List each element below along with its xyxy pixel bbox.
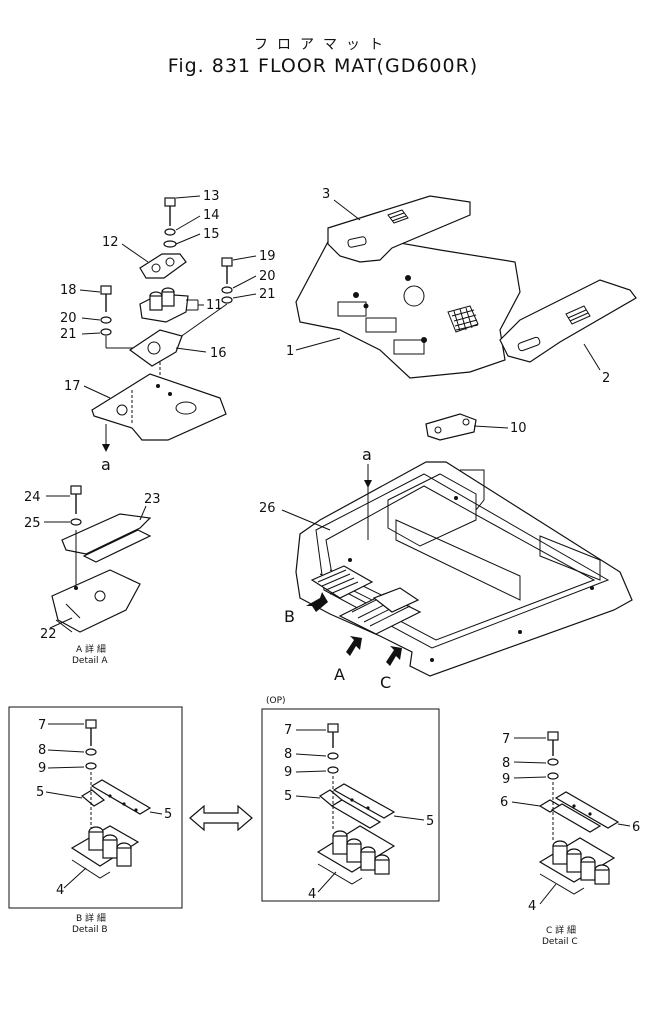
upper-left-exploded — [79, 195, 257, 452]
detail-b-box — [8, 706, 183, 909]
detail-c-callout-9: 9 — [502, 772, 510, 787]
detail-c-callout-6-right: 6 — [632, 820, 640, 835]
callout-13: 13 — [203, 189, 220, 204]
detail-op-callout-9: 9 — [284, 765, 292, 780]
callout-3: 3 — [322, 187, 330, 202]
callout-10: 10 — [510, 421, 527, 436]
callout-16: 16 — [210, 346, 227, 361]
section-arrow-a-label: a — [101, 455, 111, 474]
detail-a-assembly — [44, 485, 152, 633]
callout-17: 17 — [64, 379, 81, 394]
base-plate-17 — [91, 373, 227, 441]
detail-b-caption: Detail B — [72, 925, 108, 935]
floor-mat-upper — [327, 195, 471, 263]
detail-b-callout-8: 8 — [38, 743, 46, 758]
detail-c-callout-7: 7 — [502, 732, 510, 747]
double-headed-arrow-icon — [189, 804, 253, 832]
detail-b-callout-9: 9 — [38, 761, 46, 776]
detail-op-callout-5-left: 5 — [284, 789, 292, 804]
callout-20-right: 20 — [259, 269, 276, 284]
detail-op-callout-4: 4 — [308, 887, 316, 902]
callout-1: 1 — [286, 344, 294, 359]
detail-c-caption-jp: C 詳 細 — [546, 924, 576, 936]
chassis-frame — [281, 461, 633, 677]
detail-op-callout-5-right: 5 — [426, 814, 434, 829]
part-10-bracket — [425, 413, 509, 441]
callout-12: 12 — [102, 235, 119, 250]
view-b-label: B — [284, 607, 295, 626]
floor-mat-right — [499, 279, 637, 363]
section-arrow-a-frame-label: a — [362, 445, 372, 464]
detail-a-caption: Detail A — [72, 656, 108, 666]
callout-20-left: 20 — [60, 311, 77, 326]
callout-15: 15 — [203, 227, 220, 242]
detail-a-caption-jp: A 詳 細 — [76, 643, 106, 655]
callout-19: 19 — [259, 249, 276, 264]
detail-c-assembly — [511, 731, 631, 905]
callout-11: 11 — [206, 298, 223, 313]
callout-26: 26 — [259, 501, 276, 516]
title-japanese: フロアマット — [254, 37, 392, 53]
detail-op-tag: (OP) — [266, 696, 286, 706]
view-a-label: A — [334, 665, 345, 684]
callout-22: 22 — [40, 627, 57, 642]
detail-b-callout-4: 4 — [56, 883, 64, 898]
detail-b-callout-5-right: 5 — [164, 807, 172, 822]
callout-23: 23 — [144, 492, 161, 507]
callout-21-left: 21 — [60, 327, 77, 342]
detail-b-callout-5-left: 5 — [36, 785, 44, 800]
mesh-pad — [447, 305, 479, 333]
detail-op-callout-8: 8 — [284, 747, 292, 762]
callout-21-right: 21 — [259, 287, 276, 302]
detail-op-box — [261, 708, 440, 902]
detail-c-callout-4: 4 — [528, 899, 536, 914]
callout-18: 18 — [60, 283, 77, 298]
floor-mat-main — [295, 235, 521, 379]
figure-title: Fig. 831 FLOOR MAT(GD600R) — [167, 55, 479, 77]
detail-b-callout-7: 7 — [38, 718, 46, 733]
floor-mat-assembly — [295, 195, 637, 379]
callout-24: 24 — [24, 490, 41, 505]
callout-25: 25 — [24, 516, 41, 531]
detail-c-caption: Detail C — [542, 937, 578, 947]
detail-b-caption-jp: B 詳 細 — [76, 912, 106, 924]
detail-c-callout-8: 8 — [502, 756, 510, 771]
detail-c-callout-6-left: 6 — [500, 795, 508, 810]
callout-14: 14 — [203, 208, 220, 223]
callout-2: 2 — [602, 371, 610, 386]
view-c-label: C — [380, 673, 391, 692]
detail-op-callout-7: 7 — [284, 723, 292, 738]
